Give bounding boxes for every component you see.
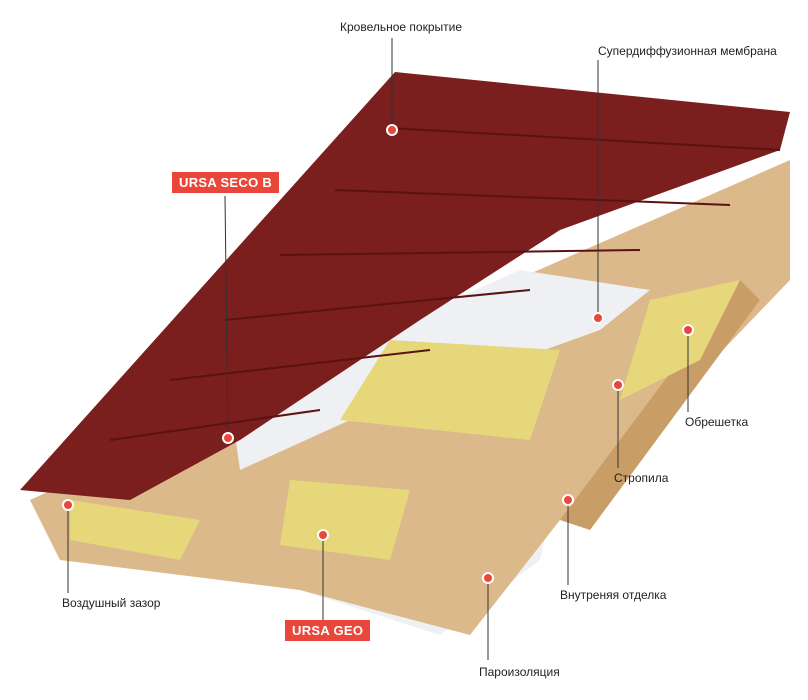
- marker-dots: [62, 124, 694, 584]
- insulation-upper: [340, 340, 560, 440]
- insulation-lower: [280, 480, 410, 560]
- label-air-gap: Воздушный зазор: [62, 596, 161, 610]
- label-interior-finish: Внутреняя отделка: [560, 588, 667, 602]
- label-membrane: Супердиффузионная мембрана: [598, 44, 777, 58]
- insulation-left: [70, 500, 200, 560]
- leader-lines: [67, 38, 689, 660]
- label-rafters: Стропила: [614, 471, 669, 485]
- badge-ursa-seco: URSA SECO B: [172, 172, 280, 193]
- label-battens: Обрешетка: [685, 415, 749, 429]
- tile-rows: [109, 127, 781, 441]
- insulation-right: [620, 280, 740, 400]
- battens: [560, 280, 760, 530]
- label-roof-covering: Кровельное покрытие: [340, 20, 463, 34]
- badge-ursa-geo: URSA GEO: [285, 620, 371, 641]
- label-vapor-barrier: Пароизоляция: [479, 665, 560, 679]
